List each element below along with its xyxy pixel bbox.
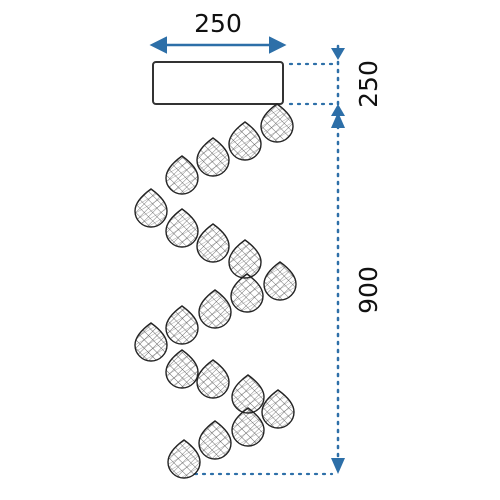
drop-dimension: 900: [331, 112, 383, 474]
drop-label: 900: [354, 266, 383, 314]
crystal-pendants: [134, 103, 297, 479]
width-label: 250: [194, 9, 242, 38]
crystal-pendant: [165, 349, 199, 389]
width-dimension: 250: [149, 9, 287, 54]
canopy-height-dimension: 250: [331, 44, 383, 118]
crystal-pendant: [261, 389, 295, 429]
crystal-pendant: [198, 289, 232, 329]
crystal-pendant: [165, 208, 199, 248]
crystal-pendant: [230, 273, 264, 313]
crystal-pendant: [231, 407, 265, 447]
crystal-pendant: [263, 261, 297, 301]
crystal-pendant: [167, 439, 201, 479]
crystal-pendant: [228, 239, 262, 279]
crystal-pendant: [198, 420, 232, 460]
crystal-pendant: [231, 374, 265, 414]
canopy-height-label: 250: [354, 60, 383, 108]
crystal-pendant: [196, 137, 230, 177]
crystal-pendant: [228, 121, 262, 161]
crystal-pendant: [165, 305, 199, 345]
extension-lines: [193, 62, 334, 476]
crystal-pendant: [165, 155, 199, 195]
crystal-pendant: [134, 188, 168, 228]
crystal-pendant: [260, 103, 294, 143]
crystal-pendant: [196, 359, 230, 399]
crystal-pendant: [134, 322, 168, 362]
crystal-pendant: [196, 223, 230, 263]
ceiling-canopy: [152, 61, 284, 105]
